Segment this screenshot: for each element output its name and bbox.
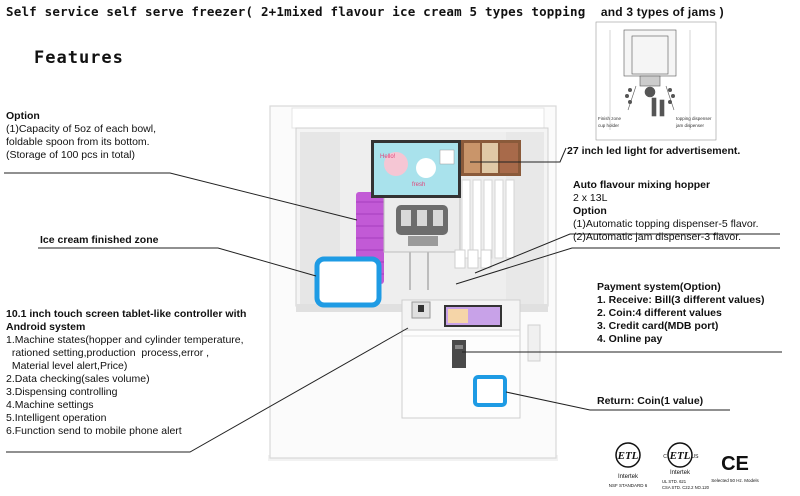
c-text: C [663, 454, 667, 460]
nsf-text: NSF STANDARD 6 [609, 483, 648, 488]
selected-models-text: Selected 50 Hz. Models [711, 478, 759, 483]
product-photo-panel [461, 140, 521, 176]
ice-cream-machine [383, 189, 461, 290]
drawing-label-jam: jam dispenser [675, 123, 705, 128]
option-left-heading: Option [6, 110, 40, 122]
payment-kiosk [401, 299, 521, 419]
screen-text-hello: Hello! [380, 154, 396, 160]
drawing-label-finish-zone: Finish zone [598, 116, 622, 121]
drawing-label-cup-holder: cup holder [598, 123, 620, 128]
ul-std-text: UL STD. 621 [662, 479, 687, 484]
controller-callout: 10.1 inch touch screen tablet-like contr… [6, 308, 246, 438]
controller-line-1: 1.Machine states(hopper and cylinder tem… [6, 334, 244, 346]
payment-line-4: 4. Online pay [597, 333, 663, 345]
screen-text-fresh: fresh [412, 182, 425, 188]
etl-mark-2: ETL C US Intertek UL STD. 621 CSA STD. C… [662, 442, 710, 490]
controller-line-4: 2.Data checking(sales volume) [6, 373, 150, 385]
finished-zone-label: Ice cream finished zone [40, 234, 159, 246]
intertek-text-1: Intertek [618, 474, 639, 480]
coin-return-highlight [473, 375, 507, 407]
advertisement-screen: Hello! fresh [371, 140, 461, 198]
payment-callout: Payment system(Option) 1. Receive: Bill(… [597, 281, 764, 346]
etl-mark-1: ETL Intertek NSF STANDARD 6 [609, 442, 648, 488]
hopper-option: Option [573, 205, 607, 217]
callout-lines [4, 147, 782, 453]
controller-line-7: 5.Intelligent operation [6, 412, 107, 424]
controller-line-2: rationed setting,production process,erro… [6, 347, 210, 359]
ce-mark: CE Selected 50 Hz. Models [711, 453, 759, 483]
etl-text-1: ETL [617, 450, 639, 462]
hopper-callout: Auto flavour mixing hopper 2 x 13L Optio… [573, 179, 759, 244]
payment-line-3: 3. Credit card(MDB port) [597, 320, 719, 332]
drawing-label-topping: topping dispenser [676, 116, 712, 121]
hopper-capacity: 2 x 13L [573, 192, 608, 204]
hopper-line-2: (2)Automatic jam dispenser-3 flavor. [573, 231, 742, 243]
certifications: ETL Intertek NSF STANDARD 6 ETL C US Int… [609, 442, 760, 490]
option-left-line-2: foldable spoon from its bottom. [6, 136, 150, 148]
page-title: Self service self serve freezer( 2+1mixe… [6, 4, 724, 19]
technical-drawing [595, 21, 717, 141]
us-text: US [692, 454, 700, 460]
payment-heading: Payment system(Option) [597, 281, 721, 293]
intertek-text-2: Intertek [670, 470, 691, 476]
option-left-line-1: (1)Capacity of 5oz of each bowl, [6, 123, 156, 135]
payment-line-2: 2. Coin:4 different values [597, 307, 722, 319]
csa-std-text: CSA STD. C22.2 NO.120 [662, 485, 710, 490]
hopper-line-1: (1)Automatic topping dispenser-5 flavor. [573, 218, 759, 230]
return-callout: Return: Coin(1 value) [597, 395, 704, 407]
option-left-line-3: (Storage of 100 pcs in total) [6, 149, 135, 161]
etl-text-2: ETL [669, 450, 691, 462]
controller-heading-2: Android system [6, 321, 86, 333]
payment-line-1: 1. Receive: Bill(3 different values) [597, 294, 765, 306]
controller-line-3: Material level alert,Price) [6, 360, 128, 372]
topping-dispenser-tubes [461, 179, 515, 259]
finished-zone-highlight [314, 256, 382, 308]
controller-line-5: 3.Dispensing controlling [6, 386, 118, 398]
hopper-heading: Auto flavour mixing hopper [573, 179, 711, 191]
option-left-callout: Option (1)Capacity of 5oz of each bowl, … [6, 110, 156, 162]
led-callout: 27 inch led light for advertisement. [567, 145, 741, 157]
drawing-dots [625, 88, 675, 104]
ce-text: CE [721, 453, 749, 475]
controller-line-6: 4.Machine settings [6, 399, 94, 411]
features-heading: Features [34, 48, 124, 68]
controller-heading: 10.1 inch touch screen tablet-like contr… [6, 308, 247, 320]
controller-line-8: 6.Function send to mobile phone alert [6, 425, 182, 437]
